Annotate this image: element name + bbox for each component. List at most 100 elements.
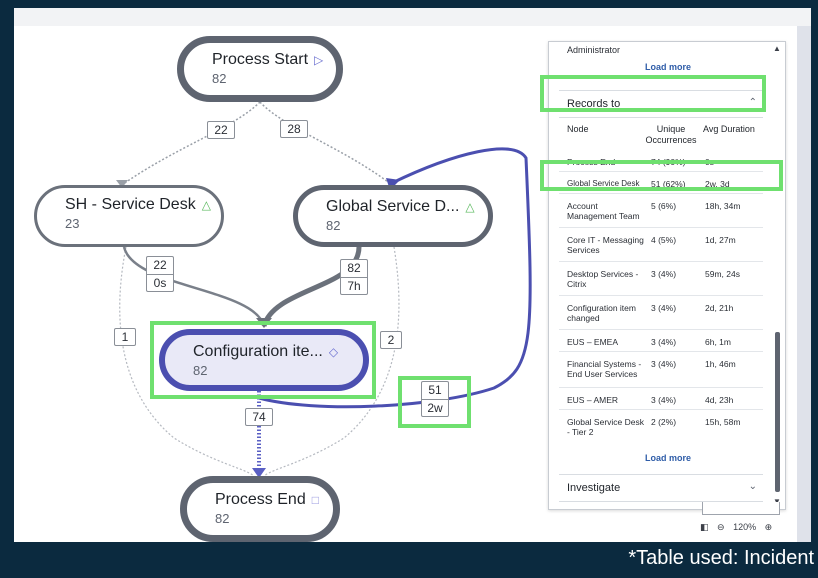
node-title: Configuration ite... <box>193 343 323 360</box>
zoom-in-icon[interactable]: ⊕ <box>764 522 773 532</box>
node-process-start[interactable]: Process Start▷ 82 <box>177 36 343 102</box>
node-process-end[interactable]: Process End □ 82 <box>180 476 340 542</box>
edge-label-right-loop[interactable]: 2 <box>380 331 402 349</box>
row-unique: 3 (4%) <box>651 269 677 279</box>
edge-duration: 2w <box>427 401 443 415</box>
minimap[interactable] <box>702 502 780 515</box>
column-unique-occurrences: Unique Occurrences <box>645 124 697 145</box>
section-title: Investigate <box>567 482 621 494</box>
row-node: Global Service Desk - Tier 2 <box>567 417 645 437</box>
row-node: Core IT - Messaging Services <box>567 235 644 255</box>
node-configuration-item[interactable]: Configuration ite... ◇ 82 <box>159 329 369 391</box>
divider <box>341 277 367 278</box>
zoom-out-icon[interactable]: ⊖ <box>717 522 725 532</box>
row-node: Desktop Services - Citrix <box>567 269 639 289</box>
table-row[interactable]: EUS – EMEA 3 (4%) 6h, 1m <box>559 330 763 352</box>
arrow-ci-in <box>256 318 272 328</box>
row-avg: 6h, 1m <box>705 337 731 347</box>
table-row[interactable]: Desktop Services - Citrix 3 (4%) 59m, 24… <box>559 262 763 296</box>
diamond-icon: ◇ <box>328 345 339 359</box>
table-row[interactable]: Process End 74 (90%) 0s <box>559 150 763 172</box>
row-node: Process End <box>567 157 616 167</box>
row-avg: 18h, 34m <box>705 201 741 211</box>
edge-start-gsd <box>259 101 393 186</box>
chevron-up-icon[interactable]: ⌃ <box>748 97 757 108</box>
play-icon: ▷ <box>314 53 324 67</box>
edge-count: 51 <box>428 383 442 397</box>
load-more-link[interactable]: Load more <box>645 62 692 72</box>
edge-label-start-sh[interactable]: 22 <box>207 121 235 139</box>
edge-label-ci-end[interactable]: 74 <box>245 408 273 426</box>
row-node: Configuration item changed <box>567 303 636 323</box>
row-avg: 2d, 21h <box>705 303 734 313</box>
row-unique: 4 (5%) <box>651 235 677 245</box>
zoom-controls: ◧ ⊖ 120% ⊕ <box>700 522 778 533</box>
row-node: EUS – AMER <box>567 395 619 405</box>
row-node: Account Management Team <box>567 201 640 221</box>
square-icon: □ <box>311 493 319 507</box>
load-more-link[interactable]: Load more <box>645 453 692 463</box>
edge-start-sh <box>121 101 261 186</box>
node-count: 82 <box>215 511 230 526</box>
records-to-section-header[interactable]: Records to ⌃ <box>559 90 763 118</box>
previous-row-administrator: Administrator <box>567 45 621 55</box>
node-sh-service-desk[interactable]: SH - Service Desk △ 23 <box>34 185 224 247</box>
row-avg: 15h, 58m <box>705 417 741 427</box>
edge-label-start-gsd[interactable]: 28 <box>280 120 308 138</box>
triangle-icon: △ <box>201 198 211 212</box>
row-avg: 59m, 24s <box>705 269 740 279</box>
row-unique: 74 (90%) <box>651 157 686 167</box>
footer-caption: *Table used: Incident <box>628 547 814 569</box>
section-title: Records to <box>567 98 621 110</box>
arrow-ci-end <box>252 468 266 478</box>
node-title: Global Service D... <box>326 198 460 215</box>
arrow-start-sh <box>116 180 128 188</box>
row-unique: 3 (4%) <box>651 395 677 405</box>
row-unique: 3 (4%) <box>651 303 677 313</box>
fit-to-screen-icon[interactable]: ◧ <box>700 522 709 532</box>
node-count: 23 <box>65 216 80 231</box>
row-avg: 1d, 27m <box>705 235 736 245</box>
divider <box>422 399 448 400</box>
edge-label-left-loop[interactable]: 1 <box>114 328 136 346</box>
row-node: Global Service Desk <box>567 179 640 188</box>
row-node: Financial Systems - End User Services <box>567 359 642 379</box>
table-row[interactable]: Core IT - Messaging Services 4 (5%) 1d, … <box>559 228 763 262</box>
process-mining-app: Process Start▷ 82 SH - Service Desk △ 2 3 … <box>14 8 811 542</box>
table-row[interactable]: Global Service Desk - Tier 2 2 (2%) 15h,… <box>559 410 763 444</box>
node-global-service-desk[interactable]: Global Service D... △ 82 <box>293 185 493 247</box>
chevron-down-icon[interactable]: ⌄ <box>748 481 757 492</box>
column-avg-duration: Avg Duration <box>703 124 755 134</box>
node-title: SH - Service Desk <box>65 196 196 213</box>
investigate-section-header[interactable]: Investigate ⌄ <box>559 474 763 502</box>
table-row[interactable]: Account Management Team 5 (6%) 18h, 34m <box>559 194 763 228</box>
panel-scrollbar-thumb[interactable] <box>775 332 780 492</box>
table-row[interactable]: Financial Systems - End User Services 3 … <box>559 352 763 388</box>
caption-footer: *Table used: Incident <box>0 542 818 578</box>
row-avg: 2w, 3d <box>705 179 730 189</box>
row-unique: 5 (6%) <box>651 201 677 211</box>
records-table: Process End 74 (90%) 0s Global Service D… <box>559 150 763 444</box>
node-count: 82 <box>193 363 208 378</box>
zoom-level: 120% <box>733 522 757 532</box>
table-row[interactable]: EUS – AMER 3 (4%) 4d, 23h <box>559 388 763 410</box>
triangle-icon: △ <box>465 200 475 214</box>
table-row[interactable]: Configuration item changed 3 (4%) 2d, 21… <box>559 296 763 330</box>
edge-sh-ci <box>122 246 266 327</box>
node-title: Process End <box>215 491 306 508</box>
scroll-up-arrow-icon[interactable]: ▲ <box>773 44 781 53</box>
table-row[interactable]: Global Service Desk 51 (62%) 2w, 3d <box>559 172 763 194</box>
node-count: 82 <box>326 218 341 233</box>
row-avg: 4d, 23h <box>705 395 734 405</box>
scroll-down-arrow-icon[interactable]: ▼ <box>773 497 781 506</box>
edge-ci-gsd <box>258 147 532 409</box>
details-panel[interactable]: Administrator Load more Records to ⌃ Nod… <box>548 41 786 510</box>
edge-left-loop <box>119 246 255 477</box>
row-unique: 2 (2%) <box>651 417 677 427</box>
edge-duration: 0s <box>153 276 167 290</box>
node-count: 82 <box>212 71 227 86</box>
